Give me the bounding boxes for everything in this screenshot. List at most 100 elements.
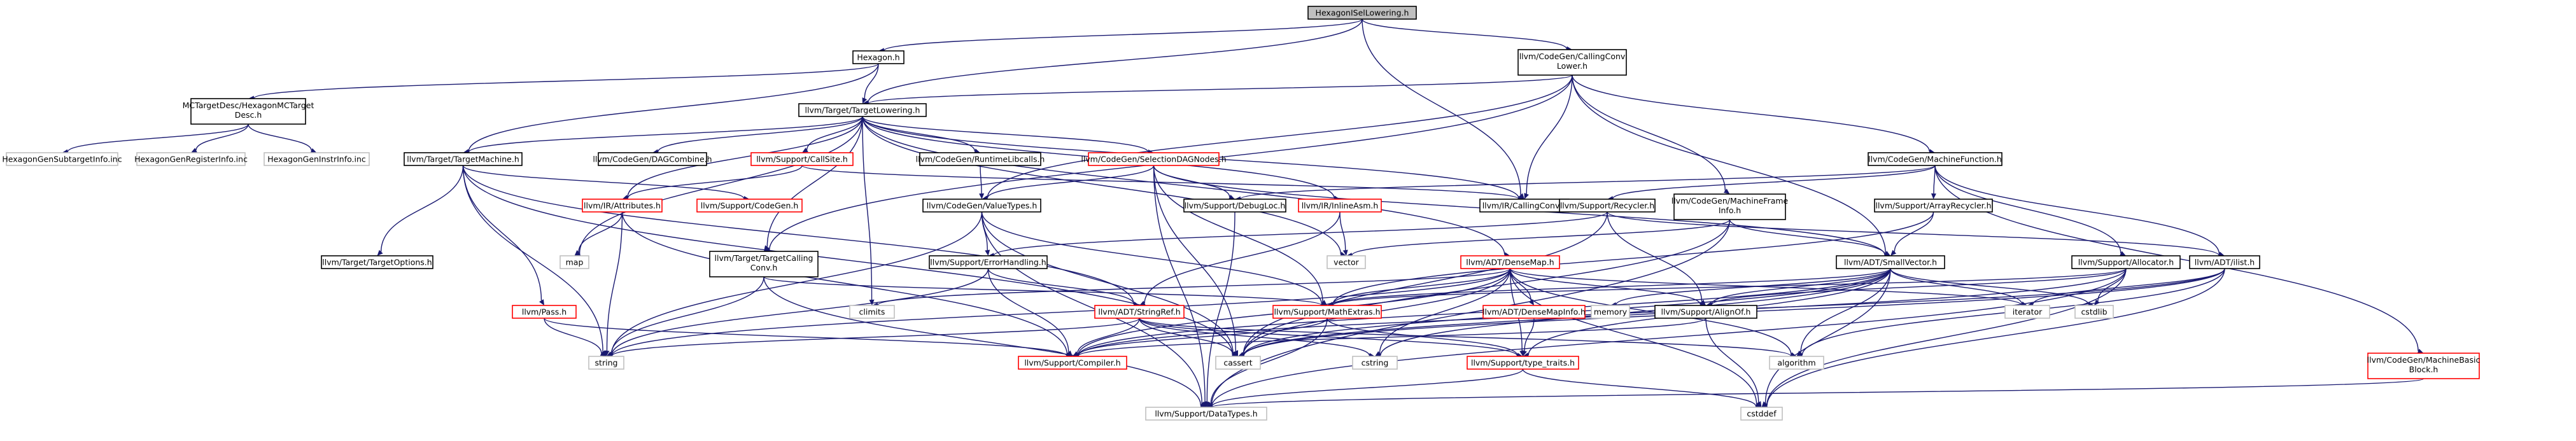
- node-box: [1145, 407, 1267, 421]
- node-label: Conv.h: [750, 263, 778, 272]
- node-label: llvm/Support/Compiler.h: [1024, 358, 1120, 368]
- node-label: Desc.h: [235, 110, 262, 120]
- node-label: string: [595, 358, 618, 368]
- node-label: Hexagon.h: [857, 53, 899, 62]
- node-rtlibcalls[interactable]: llvm/CodeGen/RuntimeLibcalls.h: [916, 152, 1045, 166]
- edge-callconv-to-tlower: [868, 74, 1573, 104]
- edge-pass-to-string: [544, 318, 602, 354]
- edge-seldag-to-mathextras: [1153, 165, 1323, 302]
- node-errhandling[interactable]: llvm/Support/ErrorHandling.h: [929, 255, 1048, 269]
- edge-pass-to-compiler: [544, 318, 1067, 356]
- node-label: llvm/Target/TargetLowering.h: [805, 106, 920, 115]
- node-box: [1088, 152, 1220, 166]
- edge-debugloc-to-datatypes: [1206, 211, 1235, 402]
- node-densemapinfo[interactable]: llvm/ADT/DenseMapInfo.h: [1482, 305, 1586, 319]
- node-label: HexagonGenSubtargetInfo.inc: [2, 155, 122, 164]
- node-label: llvm/Support/AlignOf.h: [1661, 307, 1751, 317]
- edge-tccv-to-string: [610, 276, 764, 354]
- node-label: llvm/Support/DataTypes.h: [1155, 409, 1257, 419]
- node-label: llvm/Target/TargetMachine.h: [407, 155, 519, 164]
- node-hexagon[interactable]: Hexagon.h: [852, 50, 904, 64]
- node-label: llvm/CodeGen/ValueTypes.h: [927, 201, 1038, 211]
- node-memory: memory: [1591, 305, 1630, 319]
- edge-tccv-to-mathextras: [763, 276, 1322, 306]
- arrowhead-tmachine-to-pass: [539, 299, 544, 305]
- node-label: llvm/CodeGen/MachineFunction.h: [1868, 155, 2002, 164]
- node-box: [598, 152, 707, 166]
- node-label: HexagonGenInstrInfo.inc: [267, 155, 366, 164]
- edge-hexagon-to-tmachine: [468, 63, 879, 152]
- node-inlineasm[interactable]: llvm/IR/InlineAsm.h: [1298, 199, 1382, 213]
- node-label: cstddef: [1747, 409, 1777, 419]
- edge-tlower-to-rtlibcalls: [862, 116, 976, 151]
- node-pass[interactable]: llvm/Pass.h: [512, 305, 577, 319]
- arrowhead-inlineasm-to-vector: [1342, 249, 1348, 256]
- node-debugloc[interactable]: llvm/Support/DebugLoc.h: [1183, 199, 1286, 213]
- edge-mbb-to-datatypes: [1211, 378, 2425, 408]
- edge-ilist-to-cstddef: [1766, 268, 2225, 406]
- node-box: [709, 251, 819, 277]
- node-supcodegen[interactable]: llvm/Support/CodeGen.h: [696, 199, 803, 213]
- node-box: [321, 255, 433, 269]
- node-callsite[interactable]: llvm/Support/CallSite.h: [750, 152, 854, 166]
- node-mfunc[interactable]: llvm/CodeGen/MachineFunction.h: [1868, 152, 2002, 166]
- node-typetraits[interactable]: llvm/Support/type_traits.h: [1467, 356, 1579, 370]
- node-arrayrecycler[interactable]: llvm/Support/ArrayRecycler.h: [1874, 199, 1993, 213]
- node-valuetypes[interactable]: llvm/CodeGen/ValueTypes.h: [922, 199, 1041, 213]
- node-stringref[interactable]: llvm/ADT/StringRef.h: [1094, 305, 1185, 319]
- edge-tmachine-to-stringref: [462, 165, 1134, 305]
- arrowhead-arrayrecycler-to-smallvector: [1890, 249, 1897, 256]
- node-label: llvm/CodeGen/MachineBasic: [2367, 355, 2481, 365]
- node-box: [1352, 356, 1398, 370]
- arrowhead-pass-to-string: [600, 351, 607, 356]
- node-label: llvm/CodeGen/CallingConv: [1519, 52, 1626, 61]
- node-box: [1467, 356, 1579, 370]
- node-label: llvm/Support/Recycler.h: [1560, 201, 1654, 211]
- node-toptions[interactable]: llvm/Target/TargetOptions.h: [321, 255, 433, 269]
- node-smallvector[interactable]: llvm/ADT/SmallVector.h: [1836, 255, 1945, 269]
- node-recycler[interactable]: llvm/Support/Recycler.h: [1559, 199, 1656, 213]
- node-compiler[interactable]: llvm/Support/Compiler.h: [1018, 356, 1127, 370]
- node-label: llvm/Support/type_traits.h: [1471, 358, 1575, 368]
- node-label: llvm/Target/TargetOptions.h: [322, 258, 432, 267]
- edge-ilist-to-iterator: [2032, 268, 2225, 305]
- node-label: map: [566, 258, 584, 267]
- arrowhead-seldag-to-debugloc: [1228, 194, 1235, 200]
- node-attributes[interactable]: llvm/IR/Attributes.h: [582, 199, 663, 213]
- edge-root-to-callconv: [1362, 18, 1567, 50]
- node-label: memory: [1594, 307, 1628, 317]
- node-seldag[interactable]: llvm/CodeGen/SelectionDAGNodes.h: [1081, 152, 1227, 166]
- edge-mathextras-to-compiler: [1078, 318, 1328, 356]
- node-box: [1868, 152, 2002, 166]
- node-box: [264, 152, 370, 166]
- node-map: map: [560, 255, 589, 269]
- arrowhead-seldag-to-cassert: [1233, 350, 1239, 356]
- edge-stringref-to-typetraits: [1139, 318, 1518, 356]
- node-climits: climits: [849, 305, 895, 319]
- node-alignof[interactable]: llvm/Support/AlignOf.h: [1654, 305, 1757, 319]
- arrowhead-hexagon-to-tlower: [862, 97, 868, 104]
- node-algorithm: algorithm: [1769, 356, 1824, 370]
- edge-densemap-to-alignof: [1509, 268, 1701, 305]
- node-densemap[interactable]: llvm/ADT/DenseMap.h: [1460, 255, 1560, 269]
- node-tmachine[interactable]: llvm/Target/TargetMachine.h: [404, 152, 523, 166]
- node-mathextras[interactable]: llvm/Support/MathExtras.h: [1272, 305, 1382, 319]
- node-tlower[interactable]: llvm/Target/TargetLowering.h: [798, 103, 927, 117]
- node-dagcombine[interactable]: llvm/CodeGen/DAGCombine.h: [593, 152, 712, 166]
- edge-tlower-to-map: [579, 116, 863, 254]
- node-ilist[interactable]: llvm/ADT/ilist.h: [2189, 255, 2260, 269]
- arrowhead-smallvector-to-cstddef: [1761, 401, 1768, 407]
- node-label: llvm/Pass.h: [522, 307, 567, 317]
- node-irccv[interactable]: llvm/IR/CallingConv.h: [1479, 199, 1570, 213]
- arrowhead-root-to-irccv: [1519, 193, 1524, 199]
- arrowhead-mfunc-to-mbb: [2417, 349, 2424, 354]
- node-box: [922, 199, 1041, 213]
- node-allocator[interactable]: llvm/Support/Allocator.h: [2071, 255, 2181, 269]
- edge-tlower-to-callsite: [806, 116, 863, 150]
